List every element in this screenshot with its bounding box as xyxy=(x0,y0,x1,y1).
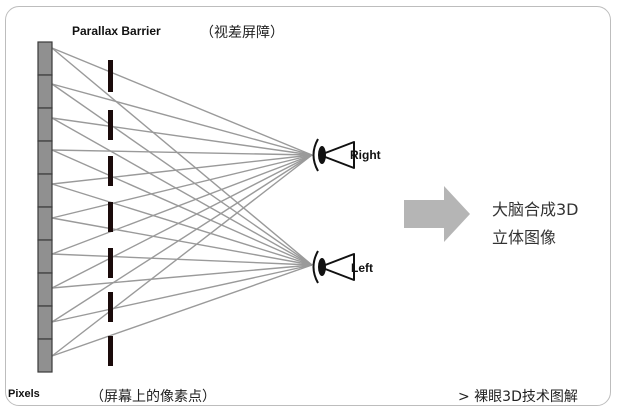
ray-to-left-eye xyxy=(51,253,313,266)
pixel-cell xyxy=(37,239,53,274)
barrier-segment xyxy=(108,202,113,232)
ray-to-left-eye xyxy=(51,47,313,266)
barrier-segment xyxy=(108,156,113,186)
ray-to-right-eye xyxy=(51,47,313,156)
ray-to-left-eye xyxy=(51,264,313,323)
arrow-right-icon xyxy=(404,186,470,242)
barrier-segment xyxy=(108,248,113,278)
ray-to-left-eye xyxy=(51,183,313,266)
pixel-cell xyxy=(37,173,53,208)
barrier-label-zh: （视差屏障） xyxy=(200,25,284,41)
ray-to-right-eye xyxy=(51,149,313,156)
ray-to-left-eye xyxy=(51,264,313,357)
result-text-line2: 立体图像 xyxy=(492,228,557,247)
right-eye-label: Right xyxy=(350,148,381,162)
pixels-label-zh: （屏幕上的像素点） xyxy=(90,389,216,405)
diagram-frame xyxy=(5,6,611,406)
pixel-column xyxy=(37,41,53,373)
eye-icon xyxy=(312,250,355,284)
ray-to-right-eye xyxy=(51,154,313,185)
pixel-cell xyxy=(37,272,53,307)
ray-to-right-eye xyxy=(51,154,313,255)
parallax-barrier xyxy=(108,60,113,366)
pixel-cell xyxy=(37,206,53,241)
result-text-line1: 大脑合成3D xyxy=(492,200,579,219)
barrier-label: Parallax Barrier xyxy=(72,24,161,38)
left-eye-label: Left xyxy=(351,261,373,275)
light-rays xyxy=(51,47,313,357)
pixel-cell xyxy=(37,74,53,109)
ray-to-right-eye xyxy=(51,83,313,156)
ray-to-left-eye xyxy=(51,83,313,266)
ray-to-left-eye xyxy=(51,264,313,289)
pixel-cell xyxy=(37,41,53,76)
eye-icon xyxy=(312,138,355,172)
barrier-segment xyxy=(108,336,113,366)
pixel-cell xyxy=(37,107,53,142)
barrier-segment xyxy=(108,60,113,92)
pixel-cell xyxy=(37,140,53,175)
caption: > 裸眼3D技术图解 xyxy=(458,389,578,405)
barrier-segment xyxy=(108,292,113,322)
pixels-label: Pixels xyxy=(8,388,40,400)
pixel-cell xyxy=(37,338,53,373)
pixel-cell xyxy=(37,305,53,340)
ray-to-right-eye xyxy=(51,154,313,357)
ray-to-left-eye xyxy=(51,217,313,266)
barrier-segment xyxy=(108,110,113,140)
ray-to-right-eye xyxy=(51,154,313,289)
ray-to-left-eye xyxy=(51,149,313,266)
ray-to-right-eye xyxy=(51,117,313,156)
ray-to-right-eye xyxy=(51,154,313,219)
ray-to-right-eye xyxy=(51,154,313,323)
ray-to-left-eye xyxy=(51,117,313,266)
